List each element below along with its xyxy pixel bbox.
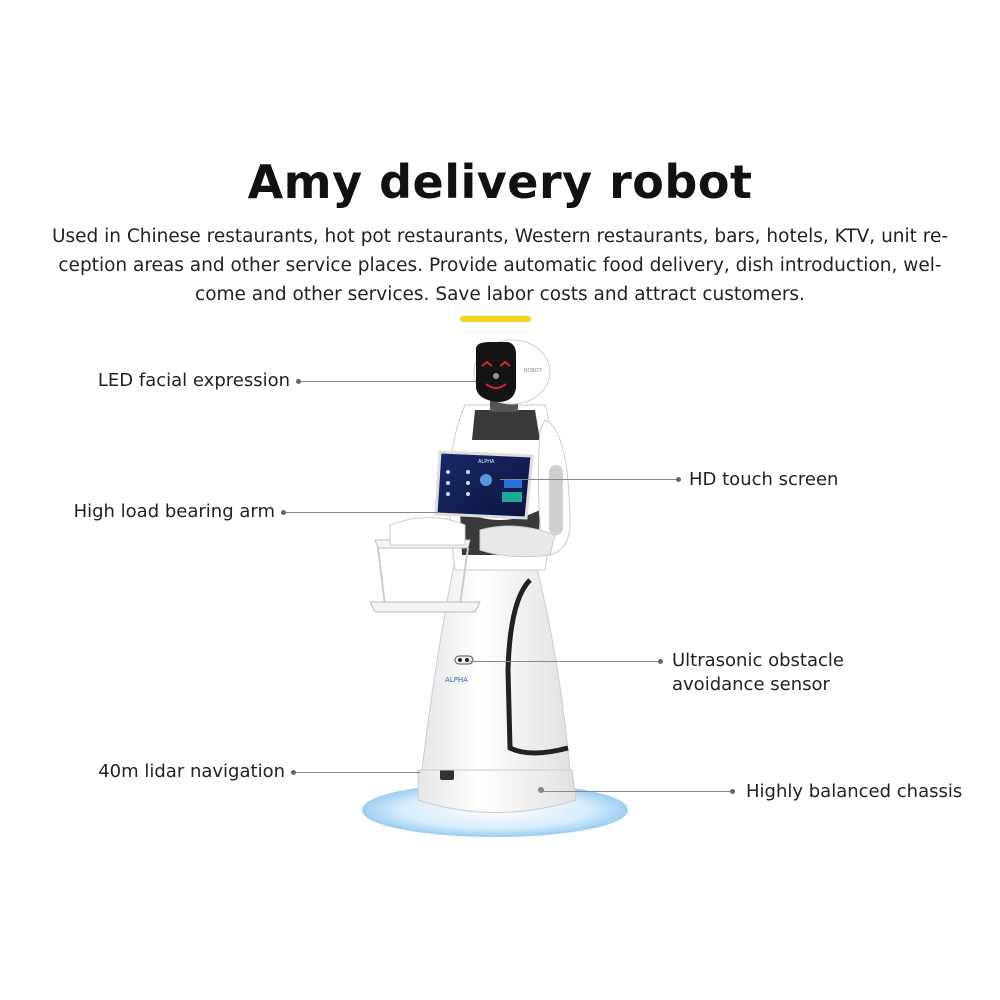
callout-line	[470, 661, 660, 662]
callout-arm: High load bearing arm	[73, 501, 275, 522]
robot-illustration: ALPHA ALPHA ROBOT	[362, 339, 628, 837]
ultrasonic-sensor	[454, 655, 474, 665]
callout-line	[283, 512, 440, 513]
chassis	[417, 769, 577, 813]
robot-body	[421, 559, 571, 771]
page-title: Amy delivery robot	[247, 155, 753, 209]
callout-line	[540, 791, 732, 792]
description: Used in Chinese restaurants, hot pot res…	[50, 222, 950, 309]
callout-ultrasonic-line1: Ultrasonic obstacle	[672, 650, 844, 671]
callout-line	[298, 381, 476, 382]
callout-dot	[658, 659, 663, 664]
callout-dot	[281, 510, 286, 515]
chassis-sensor	[538, 787, 544, 793]
callout-line	[293, 772, 420, 773]
callout-chassis: Highly balanced chassis	[746, 781, 963, 802]
callout-dot	[730, 789, 735, 794]
callout-touch-screen: HD touch screen	[689, 469, 839, 490]
callout-ultrasonic-line2: avoidance sensor	[672, 674, 830, 695]
callout-dot	[676, 477, 681, 482]
description-line: ception areas and other service places. …	[58, 255, 942, 276]
description-line: come and other services. Save labor cost…	[195, 284, 805, 305]
led-face	[475, 342, 516, 402]
callout-ultrasonic: Ultrasonic obstacle avoidance sensor	[672, 649, 844, 697]
callout-led-face: LED facial expression	[97, 370, 290, 391]
accent-divider	[460, 316, 531, 322]
callout-dot	[291, 770, 296, 775]
callout-line	[500, 479, 678, 480]
screen-logo: ALPHA	[478, 459, 495, 465]
body-logo: ALPHA	[445, 676, 468, 684]
description-line: Used in Chinese restaurants, hot pot res…	[51, 226, 949, 247]
callout-lidar: 40m lidar navigation	[98, 761, 285, 782]
callout-dot	[296, 379, 301, 384]
head-logo: ROBOT	[524, 368, 543, 374]
